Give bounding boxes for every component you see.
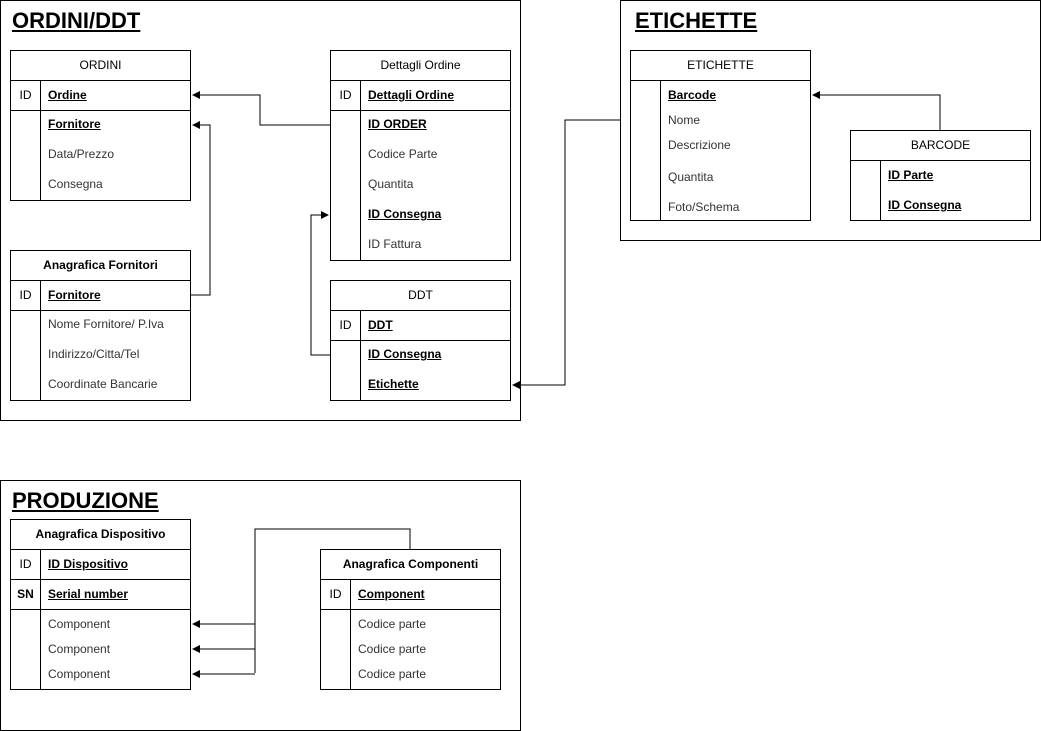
- gutter: [331, 111, 361, 260]
- table-ddt[interactable]: DDT ID DDT ID Consegna Etichette: [330, 280, 511, 401]
- field: Descrizione: [668, 138, 731, 152]
- field: ID Consegna: [888, 198, 962, 212]
- table-barcode[interactable]: BARCODE ID Parte ID Consegna: [850, 130, 1031, 221]
- table-title: Anagrafica Fornitori: [11, 251, 190, 281]
- field: Consegna: [48, 177, 103, 191]
- gutter: [331, 341, 361, 400]
- gutter: [11, 311, 41, 400]
- gutter: [11, 610, 41, 689]
- field: Fornitore: [48, 117, 101, 131]
- group-title-ordini-ddt: ORDINI/DDT: [12, 8, 141, 33]
- key-label: ID: [331, 81, 361, 110]
- table-title: ORDINI: [11, 51, 190, 81]
- primary-key-row: ID Component: [321, 580, 500, 610]
- field: ID Fattura: [368, 237, 422, 251]
- field: ID ORDER: [368, 117, 427, 131]
- fields-body: Component Component Component: [11, 610, 190, 689]
- key-field: Fornitore: [48, 288, 101, 302]
- primary-key-row: ID Ordine: [11, 81, 190, 111]
- table-dettagli-ordine[interactable]: Dettagli Ordine ID Dettagli Ordine ID OR…: [330, 50, 511, 261]
- field: Etichette: [368, 377, 419, 391]
- table-title: Dettagli Ordine: [331, 51, 510, 81]
- field: Foto/Schema: [668, 200, 740, 214]
- field: ID Parte: [888, 168, 934, 182]
- key-field: ID Dispositivo: [48, 557, 129, 571]
- gutter: [631, 81, 661, 220]
- fields-body: Nome Fornitore/ P.Iva Indirizzo/Citta/Te…: [11, 311, 190, 400]
- field: Quantita: [668, 170, 714, 184]
- connector-etichette-to-ddt: [512, 119, 620, 389]
- field: Nome: [668, 113, 701, 127]
- table-title: BARCODE: [851, 131, 1030, 161]
- table-anagrafica-fornitori[interactable]: Anagrafica Fornitori ID Fornitore Nome F…: [10, 250, 191, 401]
- field: Codice parte: [358, 617, 427, 631]
- key-field: Component: [358, 587, 425, 601]
- key-label: ID: [331, 311, 361, 340]
- table-title: DDT: [331, 281, 510, 311]
- table-ordini[interactable]: ORDINI ID Ordine Fornitore Data/Prezzo C…: [10, 50, 191, 201]
- key-label: ID: [11, 281, 41, 310]
- field: Codice Parte: [368, 147, 438, 161]
- field: Indirizzo/Citta/Tel: [48, 347, 140, 361]
- table-title: Anagrafica Componenti: [321, 550, 500, 580]
- key-label: ID: [11, 550, 41, 579]
- field: Coordinate Bancarie: [48, 377, 158, 391]
- key-label: ID: [11, 81, 41, 110]
- primary-key-row: ID Dettagli Ordine: [331, 81, 510, 111]
- key-label: ID: [321, 580, 351, 609]
- table-anagrafica-componenti[interactable]: Anagrafica Componenti ID Component Codic…: [320, 549, 501, 690]
- field: Component: [48, 667, 111, 681]
- gutter: [321, 610, 351, 689]
- fields-body: Codice parte Codice parte Codice parte: [321, 610, 500, 689]
- table-etichette[interactable]: ETICHETTE Barcode Nome Descrizione Quant…: [630, 50, 811, 221]
- group-title-etichette: ETICHETTE: [635, 8, 758, 33]
- key-label: SN: [11, 580, 41, 609]
- field: Codice parte: [358, 667, 427, 681]
- field: Codice parte: [358, 642, 427, 656]
- field: Barcode: [668, 88, 717, 102]
- table-anagrafica-dispositivo[interactable]: Anagrafica Dispositivo ID ID Dispositivo…: [10, 519, 191, 690]
- field: ID Consegna: [368, 347, 442, 361]
- table-title: ETICHETTE: [631, 51, 810, 81]
- field: Data/Prezzo: [48, 147, 115, 161]
- fields-body: Barcode Nome Descrizione Quantita Foto/S…: [631, 81, 810, 220]
- primary-key-row: ID ID Dispositivo: [11, 550, 190, 580]
- field: Quantita: [368, 177, 414, 191]
- table-title: Anagrafica Dispositivo: [11, 520, 190, 550]
- group-title-produzione: PRODUZIONE: [12, 488, 159, 513]
- field: ID Consegna: [368, 207, 442, 221]
- primary-key-row: ID Fornitore: [11, 281, 190, 311]
- gutter: [851, 161, 881, 220]
- fields-body: Fornitore Data/Prezzo Consegna: [11, 111, 190, 200]
- key-field: Dettagli Ordine: [368, 88, 455, 102]
- fields-body: ID ORDER Codice Parte Quantita ID Conseg…: [331, 111, 510, 260]
- fields-body: ID Parte ID Consegna: [851, 161, 1030, 220]
- field: Nome Fornitore/ P.Iva: [48, 317, 164, 331]
- secondary-key-row: SN Serial number: [11, 580, 190, 610]
- key-field: Serial number: [48, 587, 129, 601]
- key-field: DDT: [368, 318, 393, 332]
- fields-body: ID Consegna Etichette: [331, 341, 510, 400]
- gutter: [11, 111, 41, 200]
- key-field: Ordine: [48, 88, 87, 102]
- field: Component: [48, 642, 111, 656]
- field: Component: [48, 617, 111, 631]
- primary-key-row: ID DDT: [331, 311, 510, 341]
